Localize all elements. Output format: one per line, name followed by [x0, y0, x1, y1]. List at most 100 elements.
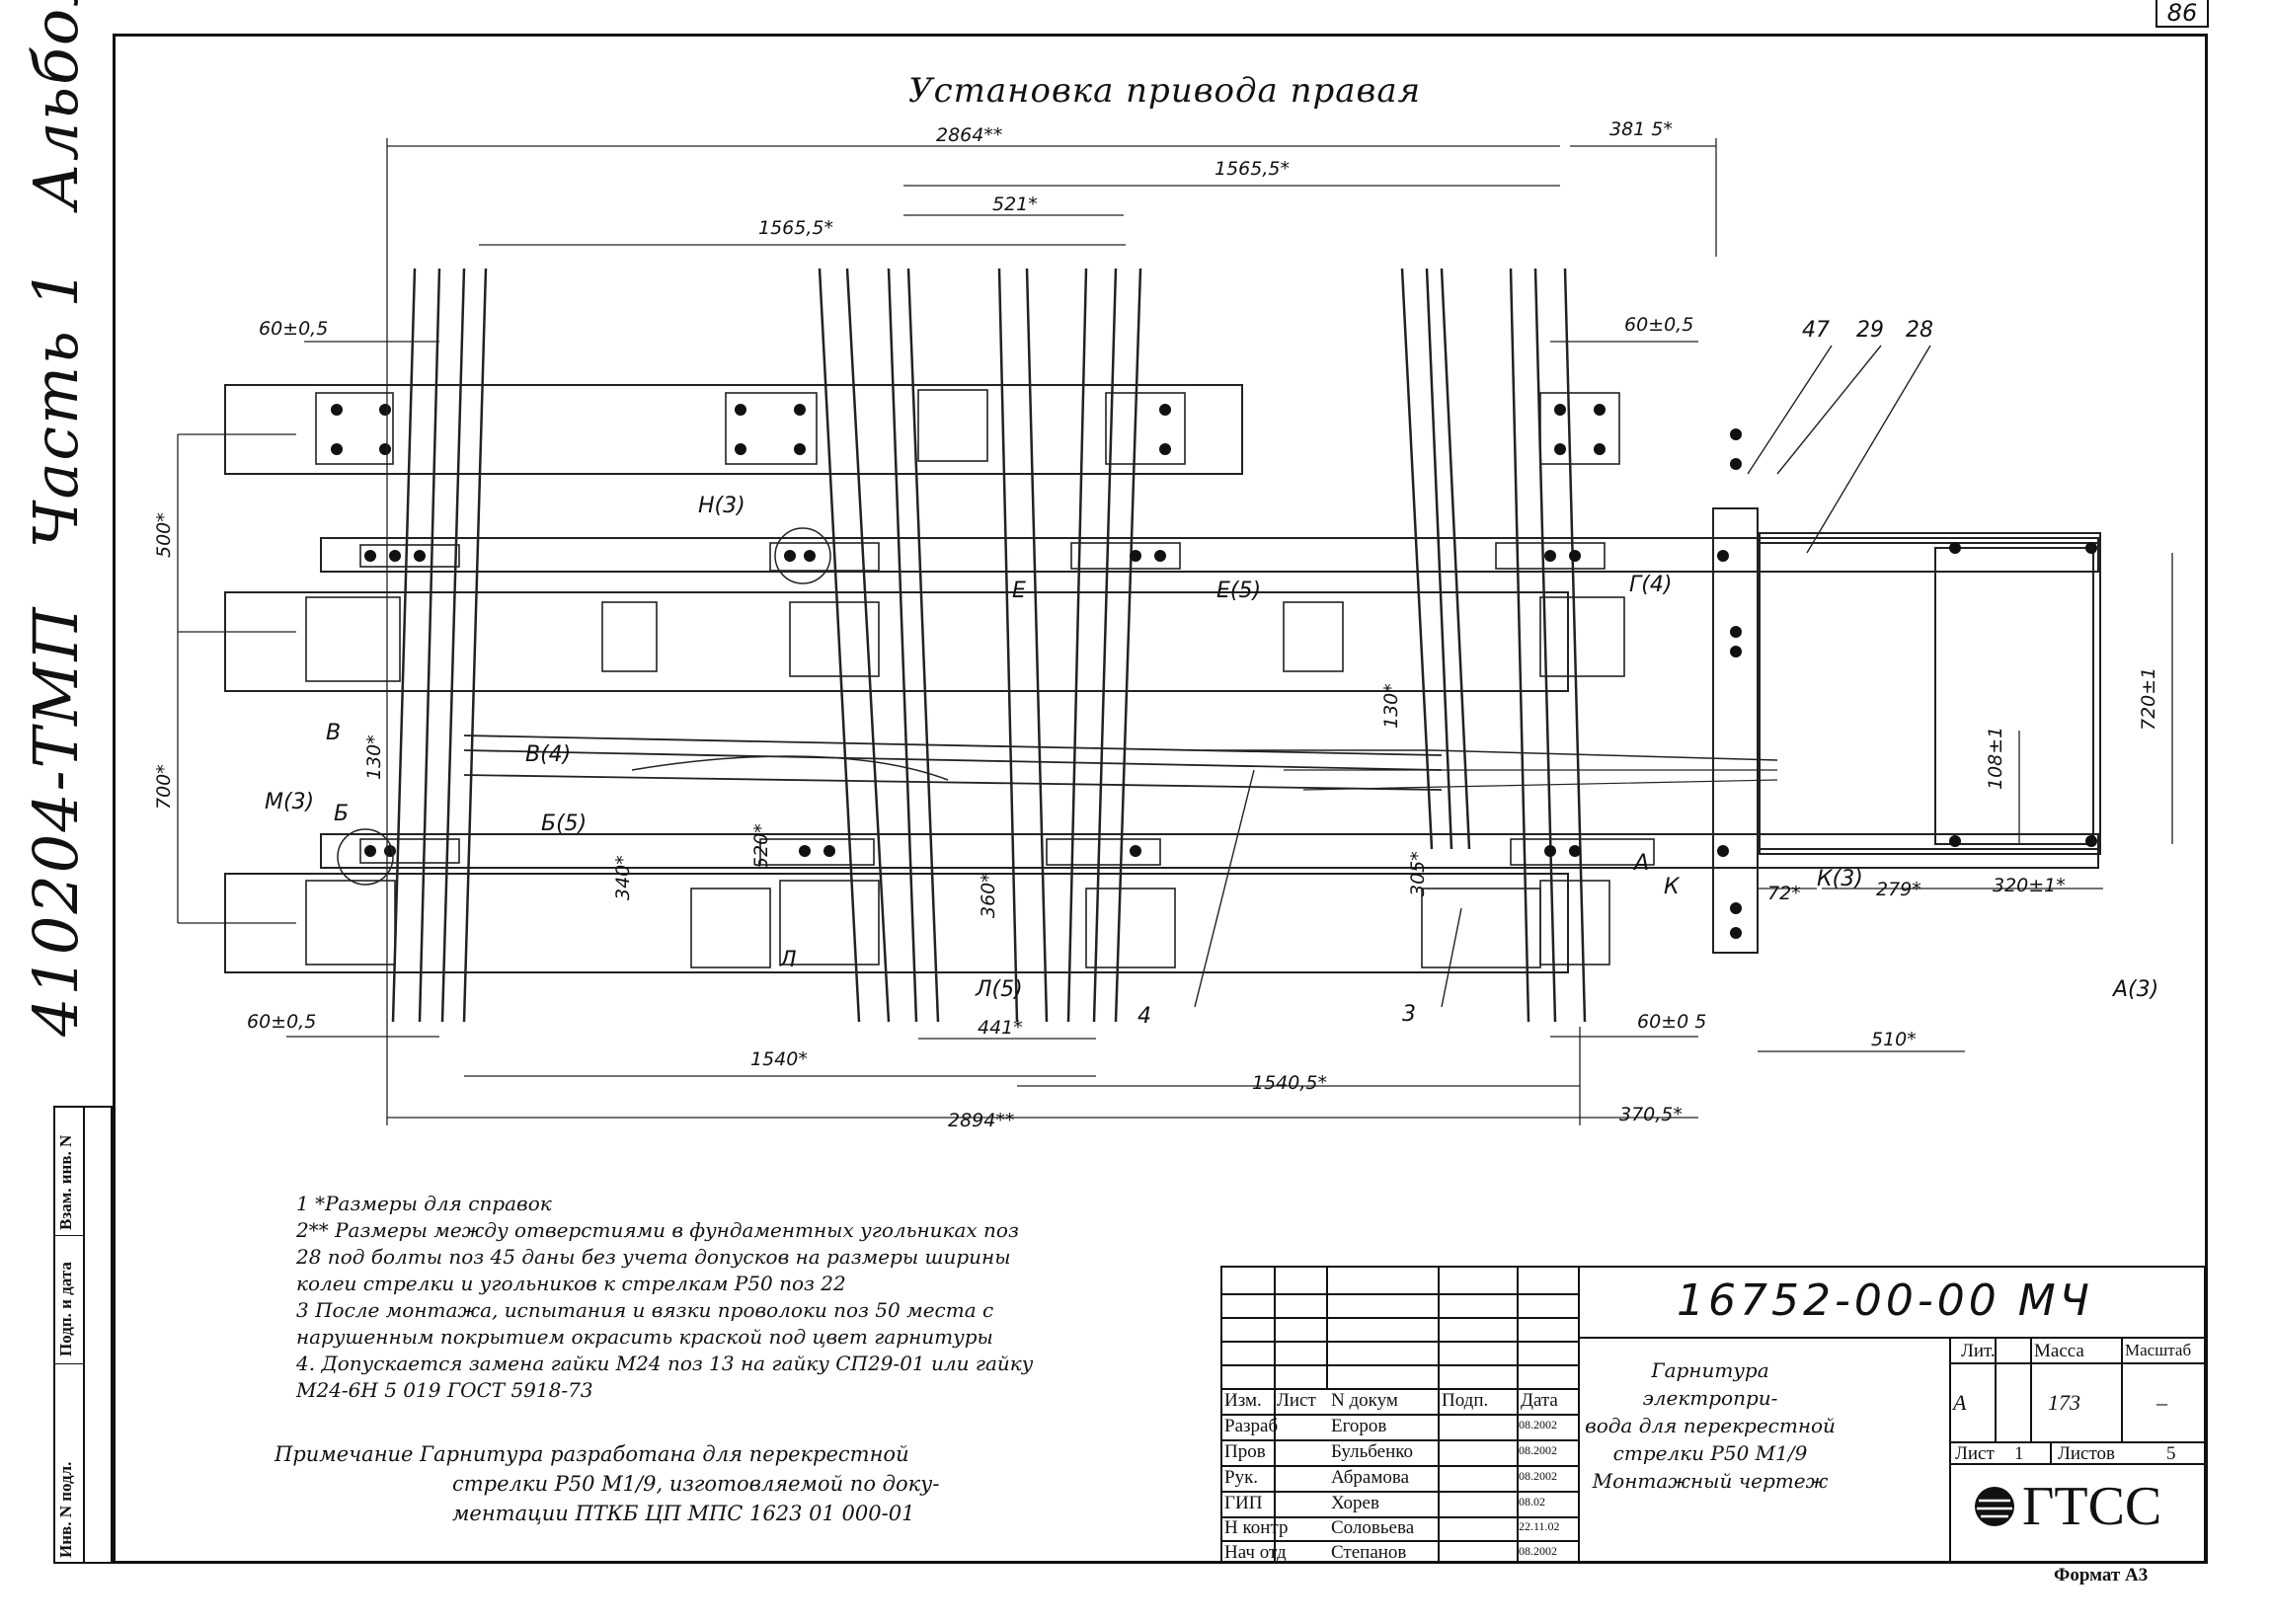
hdr-izm: Изм. — [1224, 1390, 1262, 1411]
dim-72: 72* — [1767, 883, 1801, 904]
remark-line3: ментации ПТКБ ЦП МПС 1623 01 000-01 — [452, 1502, 915, 1525]
notes: 1 *Размеры для справок 2** Размеры между… — [296, 1191, 1047, 1404]
drive-body — [1934, 547, 2094, 845]
callout-e: Е — [1012, 579, 1026, 603]
lit-value: А — [1953, 1390, 1967, 1415]
row-date: 08.02 — [1519, 1495, 1545, 1508]
dim-60-br: 60±0 5 — [1637, 1011, 1707, 1033]
dim-2894: 2894** — [948, 1110, 1015, 1131]
callout-h3: Н(3) — [698, 494, 745, 518]
row-date: 22.11.02 — [1519, 1519, 1560, 1533]
mass-label: Масса — [2034, 1341, 2084, 1361]
callout-l-left: Л — [780, 948, 797, 972]
doc-number: 16752-00-00 МЧ — [1677, 1276, 2093, 1326]
title-block: 16752-00-00 МЧ Гарнитура электропри- вод… — [1220, 1266, 2206, 1564]
dim-108: 108±1 — [1985, 726, 2006, 790]
hdr-list: Лист — [1277, 1390, 1316, 1411]
dim-521: 521* — [992, 193, 1038, 215]
callout-l5: Л(5) — [976, 977, 1023, 1002]
note-3: 3 После монтажа, испытания и вязки прово… — [296, 1298, 994, 1349]
callout-pos3: 3 — [1402, 1002, 1416, 1027]
row-name: Степанов — [1331, 1542, 1407, 1563]
callout-b5: Б(5) — [541, 812, 588, 836]
note-1: 1 *Размеры для справок — [296, 1192, 552, 1215]
side-title: 410204-ТМПЧасть 1Альбом 1 — [20, 0, 92, 1037]
dim-340: 340* — [612, 855, 634, 900]
dim-500: 500* — [153, 512, 175, 558]
stamp-inv-podl: Инв. N подл. — [56, 1461, 75, 1558]
callout-e5: Е(5) — [1216, 579, 1262, 603]
row-name: Соловьева — [1331, 1517, 1415, 1538]
dim-370: 370,5* — [1619, 1104, 1683, 1125]
sheets-value: 5 — [2166, 1443, 2176, 1464]
callout-a3: А(3) — [2113, 977, 2159, 1002]
sheets-label: Листов — [2058, 1443, 2116, 1464]
dim-720: 720±1 — [2138, 666, 2159, 731]
callout-28: 28 — [1906, 318, 1933, 343]
row-role: Нач отд — [1224, 1542, 1287, 1563]
row-role: ГИП — [1224, 1493, 1263, 1513]
hdr-ndoc: N докум — [1331, 1390, 1398, 1411]
row-name: Хорев — [1331, 1493, 1379, 1513]
dim-60-tl: 60±0,5 — [259, 318, 329, 340]
callout-b: Б — [334, 802, 350, 826]
scale-value: – — [2156, 1390, 2167, 1415]
callout-b-left: В — [326, 721, 342, 745]
hdr-data: Дата — [1521, 1390, 1558, 1411]
dim-320: 320±1* — [1993, 875, 2066, 896]
format-label: Формат А3 — [2054, 1565, 2149, 1585]
dim-441: 441* — [978, 1017, 1023, 1039]
row-date: 08.2002 — [1519, 1544, 1557, 1558]
callout-g4: Г(4) — [1629, 573, 1673, 597]
dim-60-bl: 60±0,5 — [247, 1011, 317, 1033]
dim-520: 520* — [750, 823, 772, 869]
side-title-part: Часть 1 — [20, 267, 92, 549]
remark: Примечание Гарнитура разработана для пер… — [274, 1439, 1025, 1528]
org-logo-icon — [1975, 1487, 2014, 1526]
dim-2864: 2864** — [936, 124, 1003, 146]
sheet-value: 1 — [2014, 1443, 2024, 1464]
row-role: Рук. — [1224, 1467, 1259, 1488]
scale-label: Масштаб — [2125, 1341, 2192, 1359]
left-stamp: Инв. N подл. Подп. и дата Взам. инв. N — [53, 1106, 113, 1564]
dim-381: 381 5* — [1609, 118, 1673, 140]
stamp-podp-data: Подп. и дата — [56, 1262, 75, 1356]
callout-k3: К(3) — [1817, 867, 1863, 891]
row-role: Н контр — [1224, 1517, 1289, 1538]
sheet-label: Лист — [1955, 1443, 1995, 1464]
hdr-podp: Подп. — [1442, 1390, 1489, 1411]
dim-700: 700* — [153, 764, 175, 810]
drawing-frame — [113, 34, 2208, 1564]
callout-m3: М(3) — [265, 790, 315, 814]
sleeper — [224, 591, 1569, 692]
dim-1565-right: 1565,5* — [1215, 158, 1290, 180]
dim-130-left: 130* — [363, 735, 385, 780]
sleeper — [224, 384, 1243, 475]
row-name: Абрамова — [1331, 1467, 1410, 1488]
dim-360: 360* — [978, 873, 999, 918]
remark-line1: Примечание Гарнитура разработана для пер… — [274, 1442, 909, 1466]
doc-name: Гарнитура электропри- вода для перекрест… — [1585, 1358, 1836, 1493]
drive-base — [1759, 532, 2101, 855]
row-role: Пров — [1224, 1441, 1266, 1462]
dim-130-right: 130* — [1380, 683, 1402, 729]
row-role: Разраб — [1224, 1416, 1279, 1436]
note-4: 4. Допускается замена гайки М24 поз 13 н… — [296, 1352, 1034, 1402]
mass-value: 173 — [2048, 1390, 2080, 1415]
row-date: 08.2002 — [1519, 1418, 1557, 1431]
sheet-number: 86 — [2155, 0, 2209, 28]
dim-305: 305* — [1407, 851, 1429, 896]
note-2: 2** Размеры между отверстиями в фундамен… — [296, 1218, 1019, 1295]
callout-a: А — [1634, 851, 1650, 876]
row-date: 08.2002 — [1519, 1469, 1557, 1483]
callout-b4: В(4) — [525, 742, 572, 767]
row-name: Егоров — [1331, 1416, 1387, 1436]
stamp-vzam-inv: Взам. инв. N — [56, 1134, 75, 1230]
tie-bar — [320, 833, 2099, 869]
side-title-code: 410204-ТМП — [20, 605, 92, 1037]
callout-pos4: 4 — [1137, 1004, 1151, 1029]
tie-bar — [320, 537, 2099, 573]
row-name: Бульбенко — [1331, 1441, 1414, 1462]
callout-29: 29 — [1856, 318, 1884, 343]
